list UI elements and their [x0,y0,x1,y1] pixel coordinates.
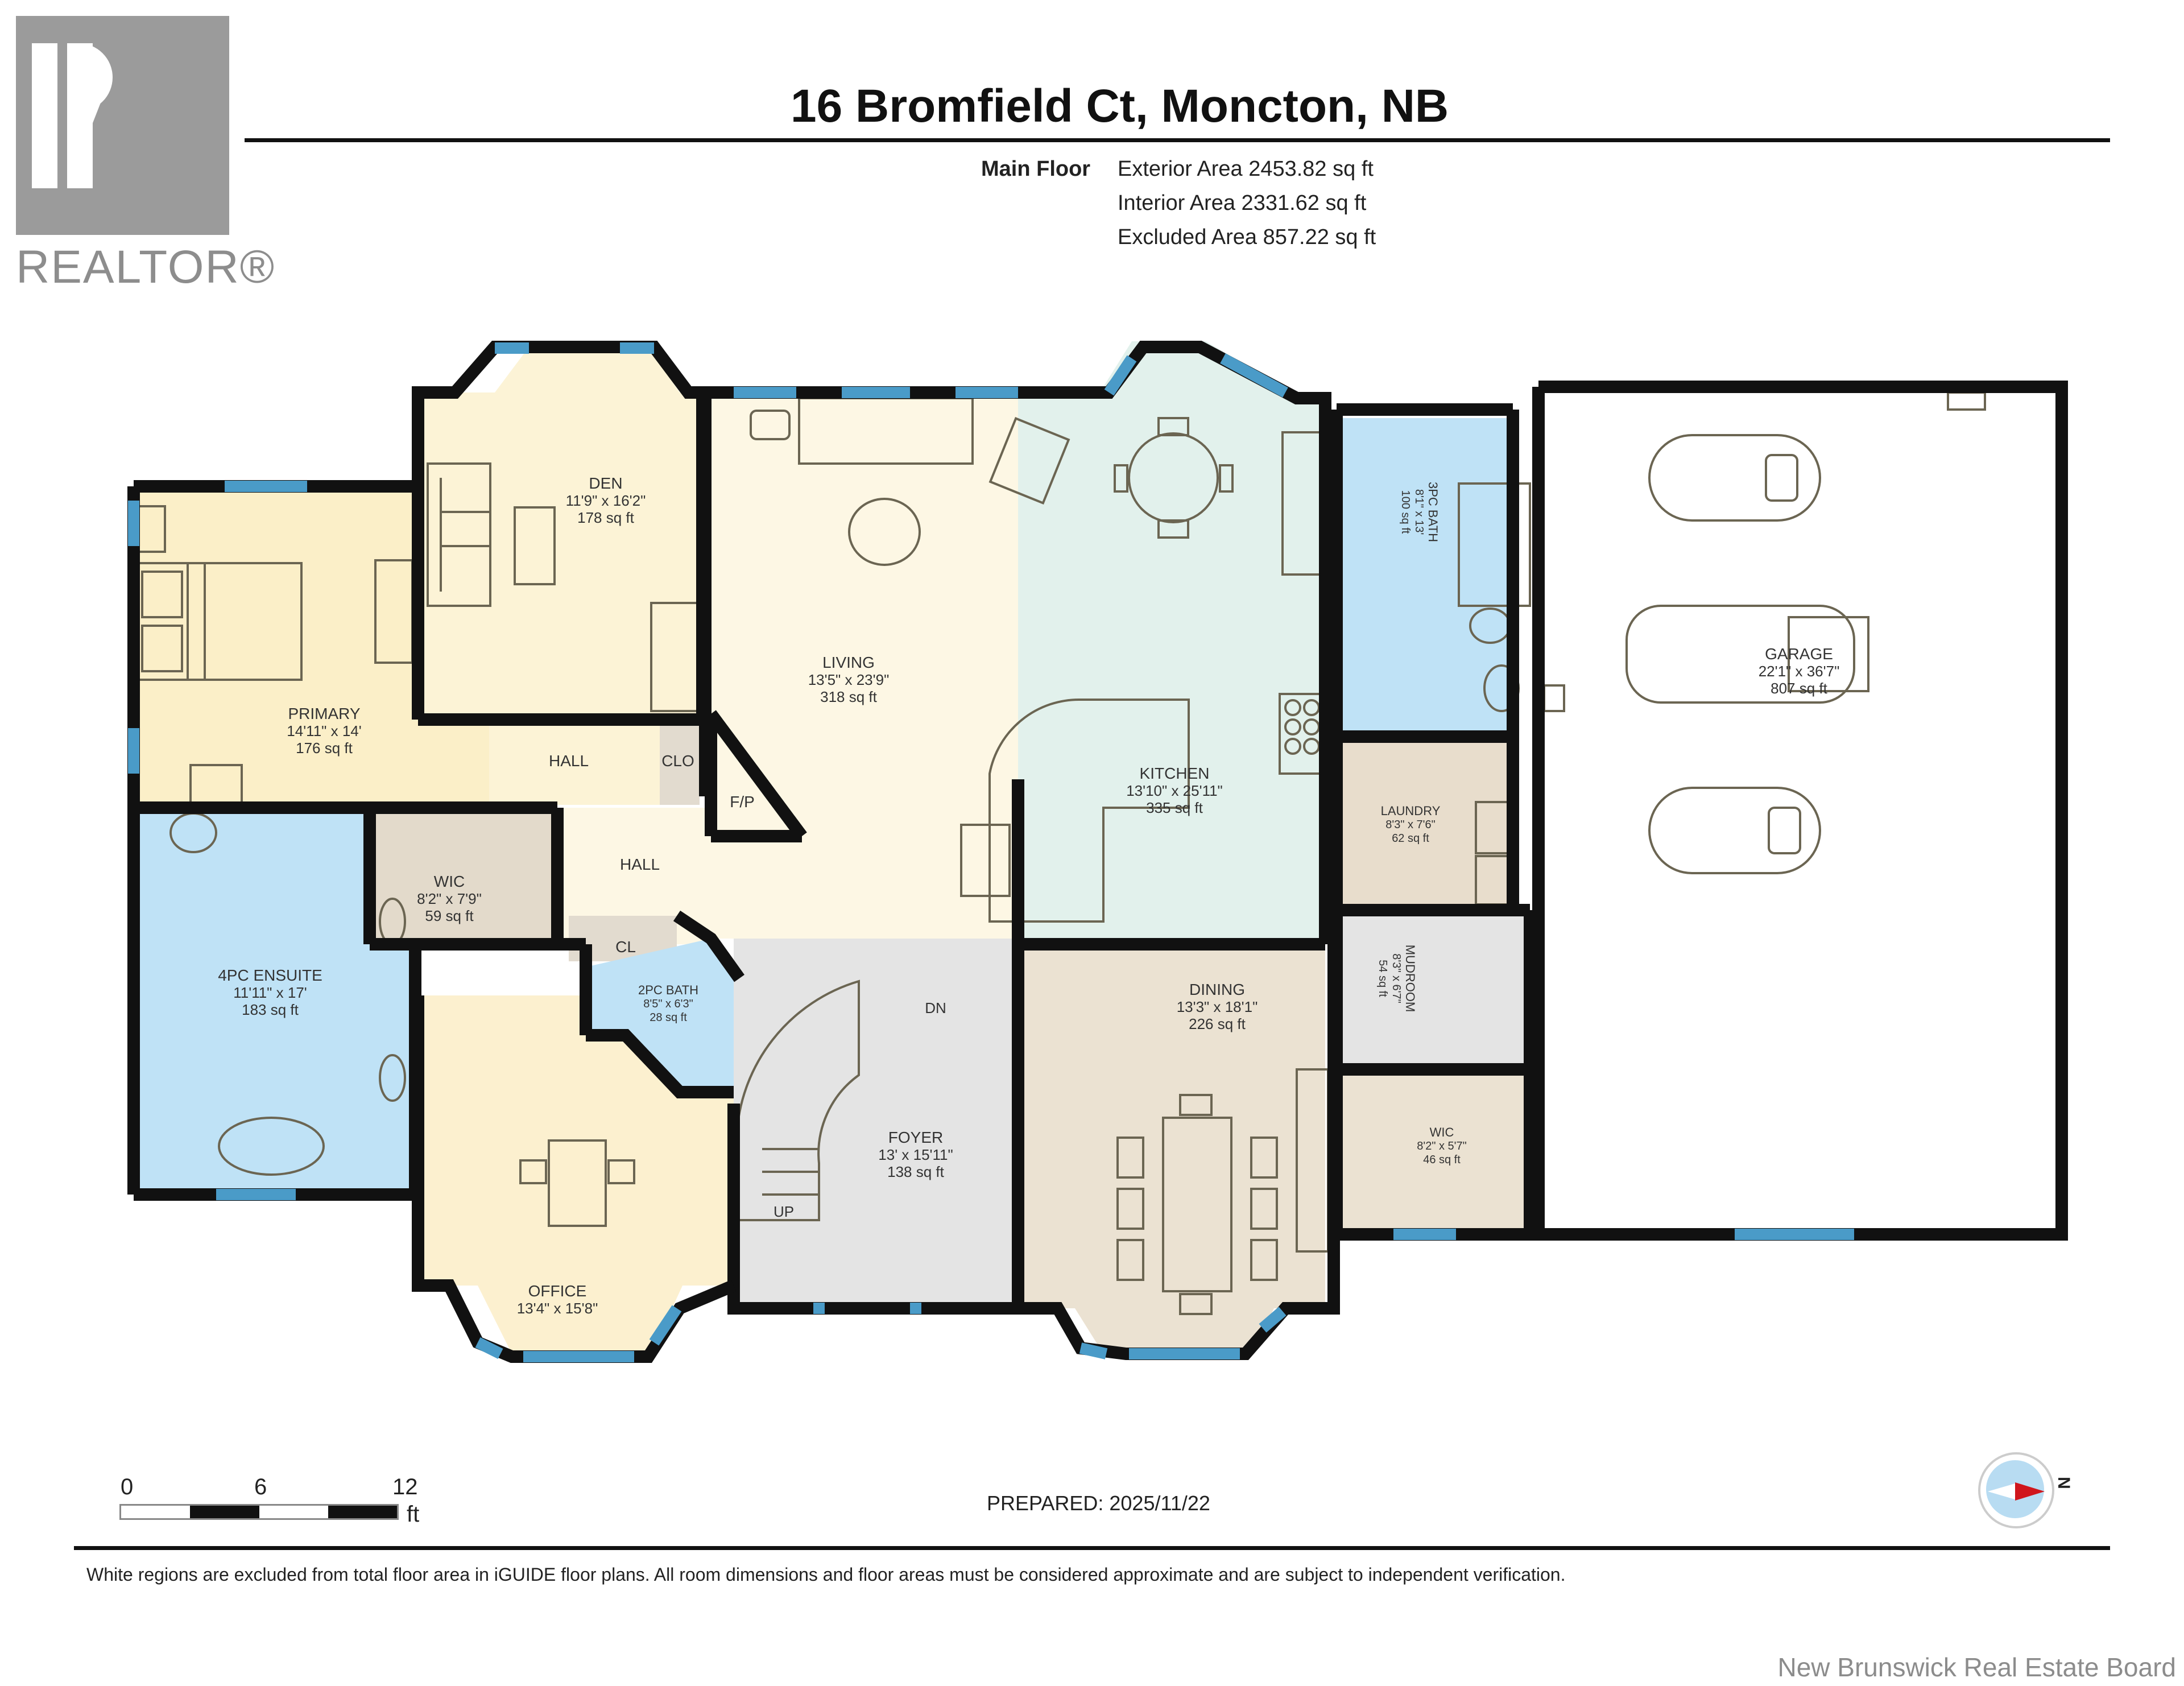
truck-icon [1625,605,1855,704]
room-label-hall-upper: HALL [548,752,589,770]
compass-north-label: N [2054,1477,2073,1489]
room-label-wic-2: WIC 8'2" x 5'7" 46 sq ft [1417,1125,1467,1167]
room-label-hall-lower: HALL [619,856,660,873]
staircase-icon [735,980,860,1221]
floor-name: Main Floor [981,157,1091,181]
prepared-date: PREPARED: 2025/11/22 [987,1491,1210,1515]
primary-fill [134,486,489,808]
exterior-area: Exterior Area 2453.82 sq ft [1118,157,1374,181]
room-label-mudroom: MUDROOM 8'3" x 6'7" 54 sq ft [1376,944,1417,1013]
bath2pc-fill [586,939,774,1092]
clo-fill [660,720,700,805]
furniture [135,391,1986,1315]
laundry-fill [1342,734,1513,907]
hall-upper-fill [489,720,660,805]
hall-lower-fill [557,808,705,944]
car-icon [1648,787,1821,874]
room-label-office: OFFICE 13'4" x 15'8" [516,1282,598,1317]
realtor-logo: REALTOR® [16,16,274,300]
stair-down-label: DN [925,999,946,1016]
scale-bar-segments [119,1504,399,1520]
kitchen-table-icon [1128,432,1219,523]
wic1-fill [370,808,557,944]
room-label-ensuite: 4PC ENSUITE 11'11" x 17' 183 sq ft [218,966,322,1019]
room-label-laundry: LAUNDRY 8'3" x 7'6" 62 sq ft [1380,804,1441,845]
bathtub-icon [218,1117,325,1176]
office-fill [421,995,739,1354]
excluded-area: Excluded Area 857.22 sq ft [1118,225,1376,249]
room-label-fp: F/P [730,793,755,811]
scale-bar: 0 6 12 ft [119,1474,420,1527]
realtor-logo-mark [16,16,229,235]
cl-fill [569,916,677,961]
interior-area: Interior Area 2331.62 sq ft [1118,191,1367,215]
armchair-icon [988,417,1070,505]
dining-table-icon [1162,1117,1232,1292]
room-label-clo: CLO [661,752,694,770]
page-title: 16 Bromfield Ct, Moncton, NB [791,80,1449,132]
room-label-primary: PRIMARY 14'11" x 14' 176 sq ft [287,705,362,757]
foyer-fill [734,939,1018,1308]
coffee-table-icon [848,498,921,566]
car-icon [1648,434,1821,522]
office-table-icon [548,1139,607,1227]
watermark: New Brunswick Real Estate Board [1777,1652,2176,1682]
shower-icon [1458,482,1531,607]
den-sofa-icon [427,462,491,607]
room-label-2pc-bath: 2PC BATH 8'5" x 6'3" 28 sq ft [638,983,698,1024]
compass-icon: N [1976,1451,2073,1530]
windows [128,342,1854,1362]
dining-fill [1024,944,1325,1354]
bath3pc-fill [1342,418,1507,734]
room-label-dining: DINING 13'3" x 18'1" 226 sq ft [1176,981,1258,1033]
kitchen-island-icon [988,698,1190,923]
room-label-cl: CL [615,938,636,956]
footer-rule [74,1546,2110,1550]
title-rule [245,138,2110,142]
realtor-logo-text: REALTOR® [16,241,276,293]
stair-up-label: UP [773,1203,795,1220]
den-fill [421,347,700,720]
room-label-living: LIVING 13'5" x 23'9" 318 sq ft [808,654,890,706]
kitchen-fill [1018,341,1325,941]
disclaimer: White regions are excluded from total fl… [86,1564,1566,1585]
room-label-wic: WIC 8'2" x 7'9" 59 sq ft [417,873,482,925]
room-label-3pc-bath: 3PC BATH 8'1" x 13' 100 sq ft [1399,482,1440,542]
mudroom-fill [1342,910,1530,1069]
room-label-foyer: FOYER 13' x 15'11" 138 sq ft [878,1129,953,1181]
ensuite-fill [134,808,415,1192]
room-label-garage: GARAGE 22'1" x 36'7" 807 sq ft [1758,645,1840,697]
room-label-kitchen: KITCHEN 13'10" x 25'11" 335 sq ft [1126,765,1223,817]
den-table-icon [514,506,556,585]
room-label-den: DEN 11'9" x 16'2" 178 sq ft [565,474,646,527]
wic2-fill [1342,1069,1530,1234]
